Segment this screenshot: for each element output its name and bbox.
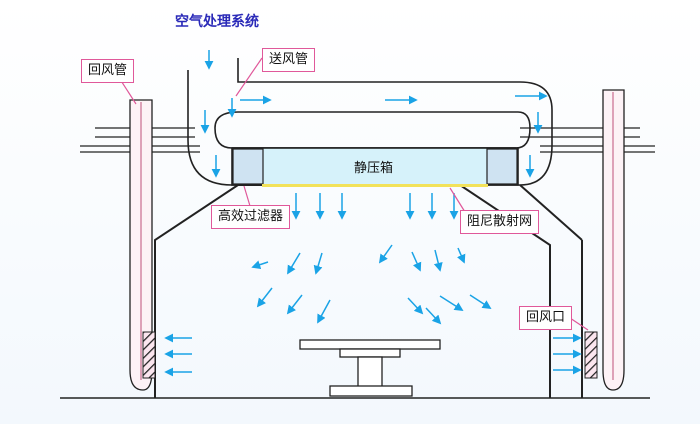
supply-duct-outer [187, 58, 553, 186]
label-return-duct: 回风管 [81, 59, 135, 83]
right-wall-link [519, 184, 583, 241]
supply-duct-inner [214, 111, 531, 149]
hepa-filter-right [486, 148, 518, 185]
return-grille-left [142, 331, 156, 379]
operating-table [299, 339, 441, 397]
label-damper-mesh: 阻尼散射网 [460, 210, 540, 234]
label-supply-duct: 送风管 [262, 48, 316, 72]
hepa-filter-left [232, 148, 264, 185]
damper-mesh [262, 184, 488, 187]
label-plenum: 静压箱 [354, 161, 394, 176]
label-return-outlet: 回风口 [519, 306, 573, 330]
label-hepa-filter: 高效过滤器 [211, 205, 291, 229]
return-grille-right [584, 331, 598, 379]
diagram-title: 空气处理系统 [175, 14, 259, 30]
airflow-arrows [164, 50, 582, 377]
